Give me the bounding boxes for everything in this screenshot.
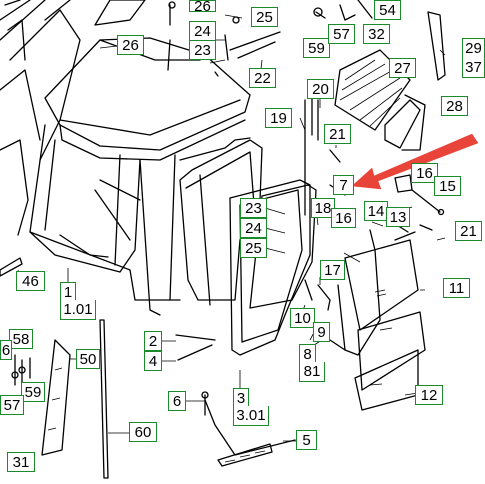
callout-8: 8: [299, 344, 316, 364]
callout-2: 2: [144, 331, 162, 351]
callout-32: 32: [363, 24, 390, 44]
callout-3-01: 3.01: [233, 406, 269, 426]
bar-29: [427, 11, 446, 81]
callout-25b: 25: [240, 238, 267, 258]
callout-24b: 24: [240, 218, 267, 238]
callout-31: 31: [7, 452, 35, 472]
step-5: [204, 399, 296, 467]
callout-1: 1: [60, 282, 76, 302]
callout-11: 11: [443, 278, 470, 298]
seal-strip: [329, 229, 381, 356]
callout-59b: 59: [21, 382, 45, 402]
callout-37: 37: [462, 58, 485, 78]
callout-57: 57: [328, 24, 355, 44]
callout-16b: 16: [331, 208, 356, 228]
callout-50: 50: [76, 349, 100, 369]
part-46: [0, 257, 23, 277]
callout-15: 15: [434, 176, 461, 196]
callout-20: 20: [307, 79, 334, 99]
door-glass: [249, 184, 317, 309]
glass-50: [41, 339, 71, 456]
callout-1-01: 1.01: [60, 300, 96, 320]
hinge-parts: [167, 1, 281, 77]
callout-81: 81: [299, 362, 325, 382]
callout-10: 10: [290, 308, 315, 328]
callout-21b: 21: [455, 221, 482, 241]
callout-23: 23: [189, 40, 216, 60]
rod-2-4: [175, 334, 216, 361]
cab-body-frame: [29, 124, 251, 316]
top-plate: [94, 0, 146, 26]
callout-14: 14: [364, 201, 388, 221]
callout-9: 9: [313, 322, 330, 342]
callout-12: 12: [415, 385, 443, 405]
callout-29: 29: [462, 38, 485, 58]
callout-54: 54: [374, 0, 401, 20]
cab-side-frame: [0, 0, 81, 236]
bar-60: [99, 319, 109, 479]
callout-6b: 6: [0, 340, 12, 360]
leader-lines: [17, 14, 446, 461]
callout-25: 25: [251, 7, 278, 27]
callout-4: 4: [144, 351, 162, 371]
callout-17: 17: [320, 260, 345, 280]
glass-11: [344, 239, 419, 331]
anti-slip-plate: [334, 49, 411, 131]
parts-8-9-10: [304, 279, 346, 351]
rods: [304, 97, 346, 216]
callout-21: 21: [324, 124, 351, 144]
callout-60: 60: [129, 422, 157, 442]
callout-46: 46: [16, 271, 45, 291]
callout-26b: 26: [117, 35, 144, 55]
small-parts-top: [313, 0, 373, 21]
callout-5: 5: [296, 430, 317, 450]
callout-22: 22: [249, 68, 276, 88]
callout-13: 13: [386, 207, 410, 227]
bracket: [384, 94, 426, 151]
callout-28: 28: [441, 96, 468, 116]
callout-18: 18: [311, 198, 335, 218]
callout-26: 26: [189, 0, 216, 14]
callout-57b: 57: [0, 395, 24, 415]
callout-27: 27: [389, 58, 416, 78]
door-3: [229, 179, 311, 356]
callout-3: 3: [233, 388, 249, 408]
callout-19: 19: [265, 108, 292, 128]
callout-23b: 23: [240, 198, 267, 218]
callout-58: 58: [9, 329, 33, 349]
callout-59: 59: [303, 38, 330, 58]
callout-24: 24: [189, 21, 216, 41]
callout-6: 6: [168, 391, 186, 411]
red-arrow: [351, 133, 479, 190]
callout-16: 16: [411, 163, 438, 183]
callout-7: 7: [333, 175, 354, 195]
